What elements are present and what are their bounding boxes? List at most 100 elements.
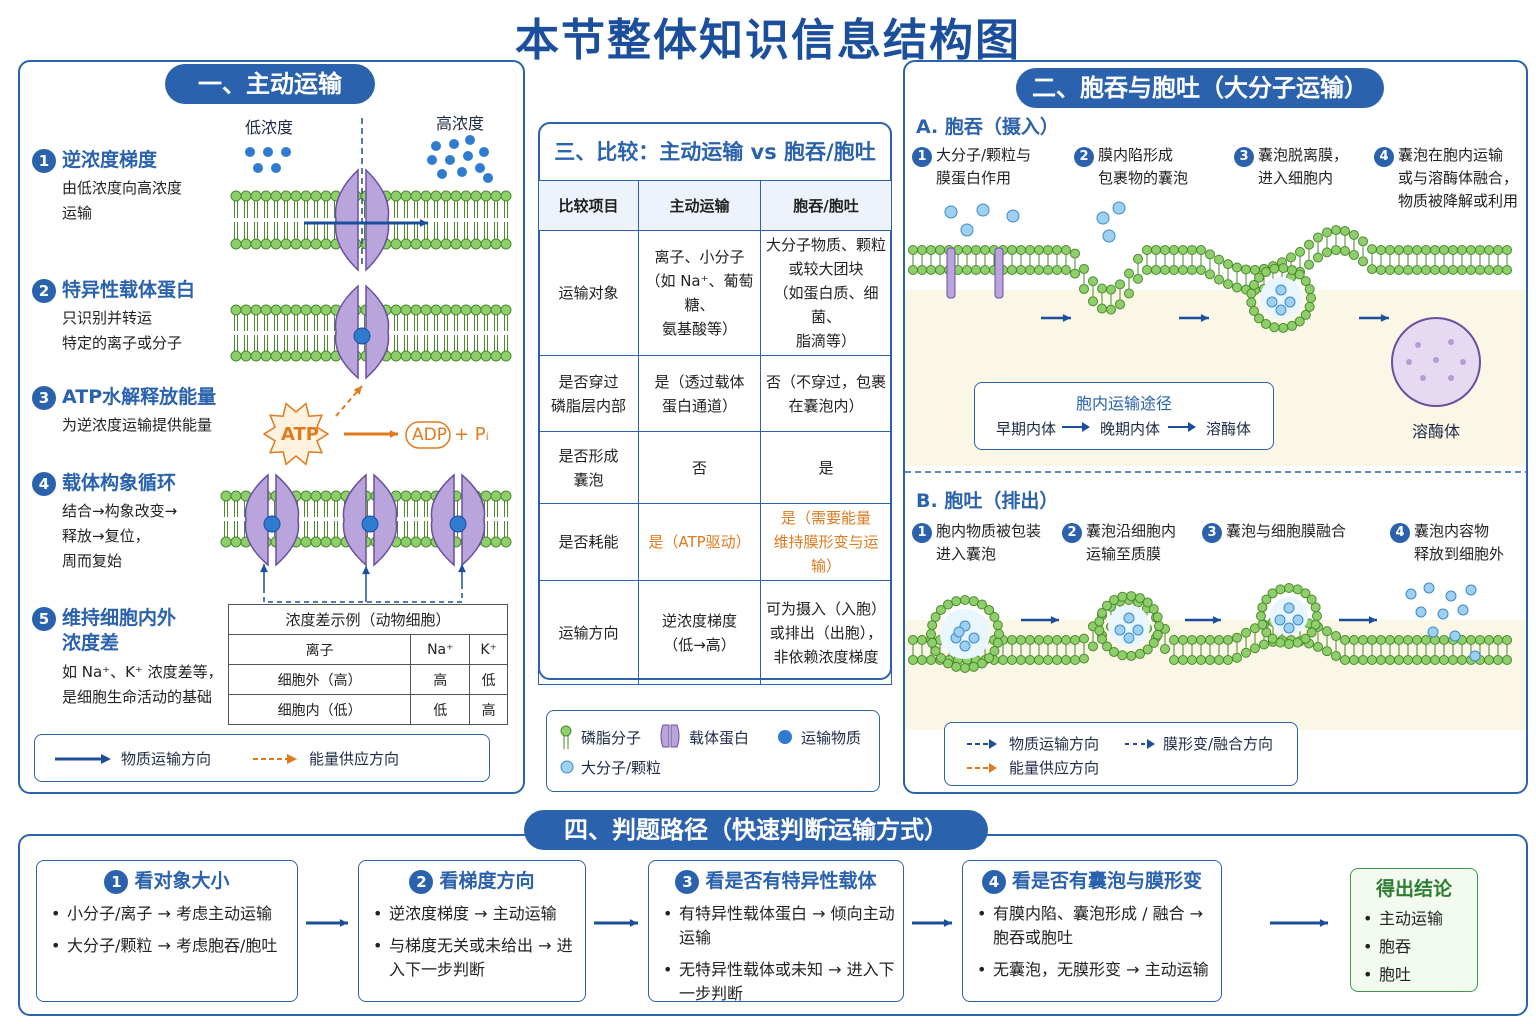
phospholipid-head <box>1214 254 1224 265</box>
phospholipid-head <box>1493 635 1503 645</box>
phospholipid-head <box>943 658 953 669</box>
phospholipid-head <box>310 490 322 502</box>
cell-line: 脂滴等） <box>795 332 856 350</box>
phospholipid-head <box>1292 637 1303 648</box>
phospholipid-head <box>390 304 402 316</box>
phospholipid-head <box>460 350 472 362</box>
feature-desc: 由低浓度向高浓度运输 <box>62 176 182 226</box>
atp-label: ATP <box>281 424 320 445</box>
carrier-protein-1 <box>334 168 390 272</box>
phospholipid-head <box>917 635 927 645</box>
phospholipid-head <box>1148 604 1159 615</box>
phospholipid-head <box>1466 265 1476 275</box>
desc-line: 结合→构象改变→ <box>62 502 178 520</box>
feature-desc: 为逆浓度运输提供能量 <box>62 413 212 438</box>
phospholipid-head <box>230 304 242 316</box>
phospholipid-head <box>1304 284 1315 295</box>
phospholipid-head <box>1034 635 1044 645</box>
legend-macro: 大分子/颗粒 <box>581 759 662 777</box>
phospholipid-head <box>1196 635 1206 645</box>
phospholipid-head <box>440 350 452 362</box>
phospholipid-head <box>1034 245 1044 255</box>
phospholipid-head <box>960 663 970 673</box>
phospholipid-head <box>320 490 332 502</box>
phospholipid-head <box>1152 612 1163 623</box>
phospholipid-head <box>1313 252 1323 263</box>
phospholipid-head <box>1142 644 1153 655</box>
phospholipid-head <box>1430 245 1440 255</box>
phospholipid-head <box>1169 265 1179 275</box>
vesicle-lumen <box>1270 597 1308 635</box>
phospholipid-head <box>1117 650 1128 661</box>
phospholipid-head <box>1275 637 1286 648</box>
step-arrow <box>1359 314 1389 322</box>
conclusion-title: 得出结论 <box>1375 878 1452 900</box>
table-cell: 是否穿过磷脂层内部 <box>538 355 639 432</box>
endo-exo-header: 二、胞吞与胞吐（大分子运输） <box>1016 68 1384 108</box>
cargo-particle <box>1102 229 1116 243</box>
dashed-arrow-icon <box>253 754 297 764</box>
feature-desc: 如 Na⁺、K⁺ 浓度差等，是细胞生命活动的基础 <box>62 660 223 710</box>
phospholipid-head <box>1134 648 1145 659</box>
phospholipid-head <box>1187 655 1197 665</box>
ion-dot <box>457 167 467 177</box>
phospholipid-head <box>1257 619 1268 630</box>
phospholipid-head <box>1340 225 1350 236</box>
phospholipid-head <box>1322 247 1332 258</box>
phospholipid-head <box>230 238 242 250</box>
pathway-box <box>974 382 1274 450</box>
table-row: 运输方向逆浓度梯度（低→高）可为摄入（入胞）或排出（出胞），非依赖浓度梯度 <box>538 580 892 685</box>
phospholipid-head <box>1340 245 1350 256</box>
feature-title-text: 浓度差 <box>62 632 120 654</box>
arrow-icon <box>1168 422 1196 432</box>
phospholipid-head <box>1385 265 1395 275</box>
phospholipid-head <box>1421 245 1431 255</box>
step-bullet: 无囊泡，无膜形变 → 主动运输 <box>977 958 1221 982</box>
phospholipid-head <box>1367 655 1377 665</box>
column-header: 比较项目 <box>538 180 639 231</box>
released-particle <box>1415 606 1427 618</box>
phospholipid-head <box>1493 655 1503 665</box>
step-number-badge: 4 <box>981 870 1006 894</box>
phospholipid-head <box>1294 269 1305 280</box>
pathway-step: 晚期内体 <box>1100 420 1161 438</box>
table-cell: 低 <box>410 694 471 725</box>
phospholipid-head <box>1358 635 1368 645</box>
step-title-text: 看是否有囊泡与膜形变 <box>1011 870 1202 892</box>
phospholipid-head <box>1295 246 1305 257</box>
phospholipid-head <box>1061 265 1071 275</box>
phospholipid-head <box>1152 629 1163 640</box>
conclusion-item: 胞吞 <box>1363 935 1477 959</box>
phospholipid-head <box>1088 276 1098 287</box>
enzyme-dot <box>1406 359 1412 365</box>
conclusion-item: 胞吐 <box>1363 963 1477 987</box>
phospholipid-head <box>1096 634 1107 645</box>
phospholipid-head <box>1403 655 1413 665</box>
phospholipid-head <box>320 238 332 250</box>
phospholipid-head <box>1475 245 1485 255</box>
phospholipid-head <box>1151 245 1161 255</box>
phospholipid-head <box>1241 647 1251 658</box>
desc-line: 特定的离子或分子 <box>62 334 183 352</box>
phospholipid-head <box>943 599 953 610</box>
phospholipid-head <box>240 350 252 362</box>
phospholipid-head <box>1484 655 1494 665</box>
cell-line: 磷脂层内部 <box>550 396 626 415</box>
phospholipid-head <box>490 350 502 362</box>
cell-line: 或排出（出胞）， <box>769 623 883 642</box>
exocytic-vesicle-1 <box>926 595 1004 673</box>
released-particle <box>1423 582 1435 594</box>
table-cell: 是否形成囊泡 <box>538 431 639 504</box>
phospholipid-head <box>951 661 962 672</box>
phospholipid-head <box>500 238 512 250</box>
phospholipid-head <box>470 304 482 316</box>
table-cell: 可为摄入（入胞）或排出（出胞），非依赖浓度梯度 <box>760 580 892 685</box>
feature-title-text: 特异性载体蛋白 <box>62 279 196 301</box>
phospholipid-head <box>1349 249 1359 260</box>
phospholipid-head <box>270 350 282 362</box>
phospholipid-head <box>290 350 302 362</box>
